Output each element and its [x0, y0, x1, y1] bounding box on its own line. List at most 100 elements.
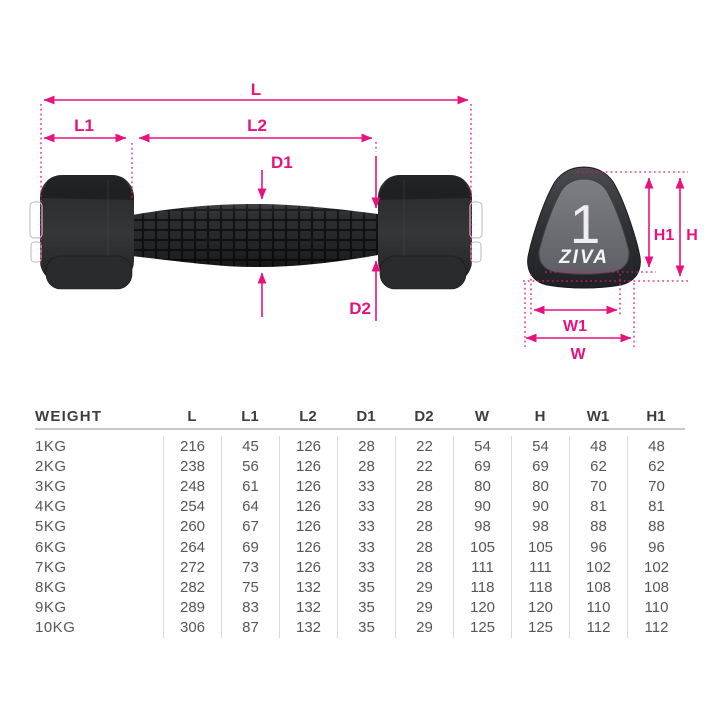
dumbbell-left-head: [30, 173, 136, 289]
dimension-cell: 69: [221, 536, 279, 558]
dimension-cell: 83: [221, 597, 279, 618]
dumbbell-side-view: [30, 173, 482, 289]
dimension-cell: 48: [627, 436, 685, 457]
weight-cell: 5KG: [35, 518, 67, 536]
dimension-cell: 73: [221, 557, 279, 578]
dimension-cell: 28: [395, 476, 453, 497]
dimension-cell: 56: [221, 456, 279, 477]
dimension-cell: 282: [163, 577, 221, 598]
dimension-label-w: W: [570, 346, 586, 363]
dimension-cell: 126: [279, 516, 337, 537]
dimension-cell: 102: [569, 557, 627, 578]
dimension-cell: 28: [395, 536, 453, 558]
dimension-cell: 33: [337, 536, 395, 558]
column-header-d2: D2: [414, 407, 434, 425]
dimension-cell: 126: [279, 456, 337, 477]
dimension-cell: 98: [453, 516, 511, 537]
column-header-weight: WEIGHT: [35, 407, 103, 425]
dimension-cell: 254: [163, 496, 221, 517]
dimension-cell: 126: [279, 476, 337, 497]
dimension-cell: 110: [569, 597, 627, 618]
dimension-cell: 90: [453, 496, 511, 517]
dimension-cell: 118: [453, 577, 511, 598]
front-view-dimensions: H1 H W1 W: [523, 171, 698, 363]
dimension-cell: 105: [511, 536, 569, 558]
dimension-cell: 61: [221, 476, 279, 497]
weight-cell: 4KG: [35, 498, 67, 516]
dimension-cell: 264: [163, 536, 221, 558]
dimension-cell: 33: [337, 476, 395, 497]
weight-cell: 2KG: [35, 457, 67, 475]
dimension-label-w1: W1: [563, 318, 587, 335]
dimension-cell: 29: [395, 577, 453, 598]
dimension-cell: 108: [569, 577, 627, 598]
dimension-cell: 289: [163, 597, 221, 618]
dimension-label-h: H: [686, 227, 698, 244]
weight-number-badge: 1: [570, 193, 601, 255]
dumbbell-head-front-view: 1 ZIVA: [527, 166, 641, 289]
dimension-cell: 62: [569, 456, 627, 477]
dimension-cell: 132: [279, 597, 337, 618]
dimension-cell: 126: [279, 536, 337, 558]
dimension-cell: 112: [627, 617, 685, 638]
column-header-l2: L2: [299, 407, 317, 425]
dimension-cell: 90: [511, 496, 569, 517]
dimension-cell: 102: [627, 557, 685, 578]
dimension-cell: 112: [569, 617, 627, 638]
dimension-cell: 67: [221, 516, 279, 537]
head-face-plate: [538, 178, 630, 275]
dimension-diagram: L L1 L2 D1 D2 1 ZIVA: [0, 80, 698, 363]
column-header-h: H: [534, 407, 546, 425]
dumbbell-handle: [132, 204, 378, 267]
dimension-cell: 48: [569, 436, 627, 457]
dimension-label-h1: H1: [654, 227, 675, 244]
dimension-cell: 260: [163, 516, 221, 537]
weight-cell: 3KG: [35, 477, 67, 495]
dimension-cell: 88: [569, 516, 627, 537]
dimension-cell: 120: [453, 597, 511, 618]
dimension-cell: 22: [395, 456, 453, 477]
dimension-cell: 28: [395, 496, 453, 517]
dimension-cell: 35: [337, 577, 395, 598]
dimension-label-l1: L1: [74, 116, 94, 135]
dimension-cell: 125: [511, 617, 569, 638]
dimension-cell: 28: [395, 557, 453, 578]
dimension-cell: 33: [337, 557, 395, 578]
dimension-label-d1: D1: [271, 153, 293, 172]
weight-cell: 7KG: [35, 558, 67, 576]
weight-cell: 8KG: [35, 578, 67, 596]
dimension-cell: 111: [453, 557, 511, 578]
dimension-cell: 70: [627, 476, 685, 497]
weight-cell: 6KG: [35, 538, 67, 556]
dimension-cell: 126: [279, 496, 337, 517]
dimension-cell: 35: [337, 597, 395, 618]
dimension-label-l2: L2: [247, 116, 267, 135]
dimension-cell: 80: [453, 476, 511, 497]
dimension-cell: 64: [221, 496, 279, 517]
dimension-cell: 105: [453, 536, 511, 558]
dimension-cell: 69: [511, 456, 569, 477]
dumbbell-right-head: [376, 173, 482, 289]
column-header-d1: D1: [356, 407, 376, 425]
column-header-l: L: [187, 407, 197, 425]
dimension-cell: 132: [279, 577, 337, 598]
column-header-w1: W1: [586, 407, 610, 425]
dimension-cell: 111: [511, 557, 569, 578]
dimension-cell: 96: [569, 536, 627, 558]
dimension-cell: 28: [395, 516, 453, 537]
dimension-cell: 29: [395, 597, 453, 618]
dimension-cell: 118: [511, 577, 569, 598]
dimension-cell: 81: [627, 496, 685, 517]
dimension-cell: 54: [453, 436, 511, 457]
weight-cell: 10KG: [35, 619, 76, 637]
dimension-cell: 125: [453, 617, 511, 638]
